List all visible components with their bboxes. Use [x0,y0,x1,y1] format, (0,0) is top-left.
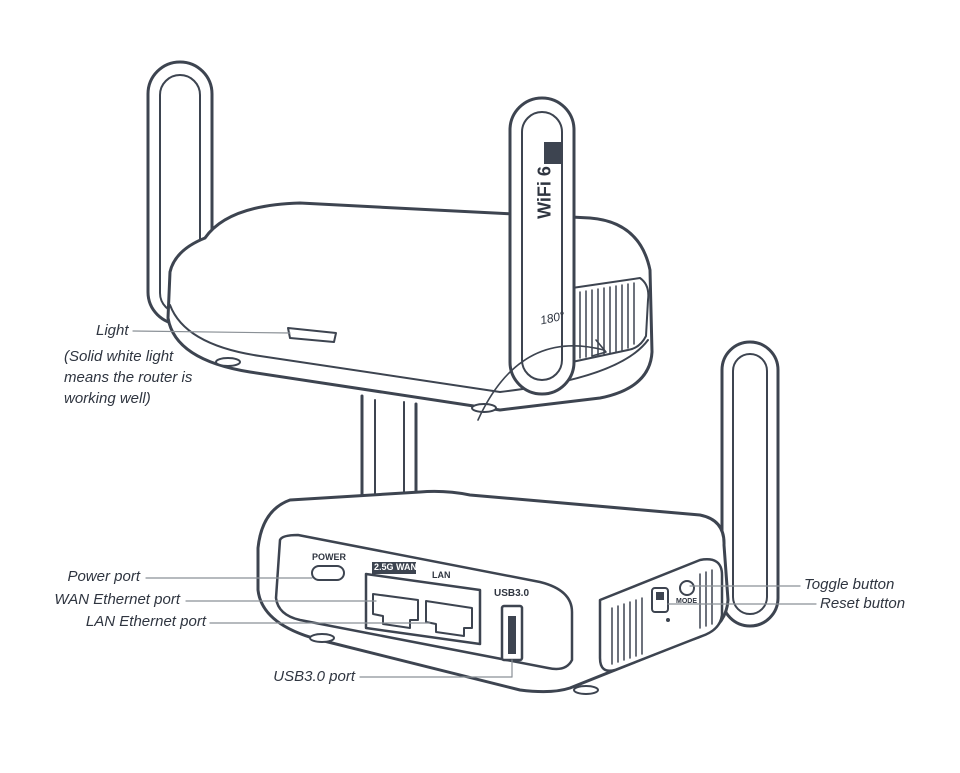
top-router-body [166,201,654,413]
usb-panel-text: USB3.0 [494,588,530,599]
lan-panel-text: LAN [432,570,451,580]
light-note-line-3: working well) [64,390,151,407]
rotation-arrow [477,339,607,421]
power-port-label: Power port [67,568,140,585]
front-antenna [508,96,576,396]
wan-port-shape [372,593,419,629]
lan-port-label: LAN Ethernet port [85,613,206,630]
light-note-line-1: (Solid white light [64,348,174,365]
reset-hole [666,618,670,622]
power-port-shape [311,565,345,581]
wifi6-badge [544,142,562,164]
light-label: Light [96,322,129,339]
reset-button-label: Reset button [820,595,906,612]
wan-panel-text: 2.5G WAN [374,562,418,572]
power-panel-text: POWER [312,552,347,562]
rear-vent-slots [611,569,713,665]
status-light [287,327,337,343]
ethernet-block [364,562,482,646]
wan-port-label: WAN Ethernet port [54,591,180,608]
toggle-button-label: Toggle button [804,576,895,593]
mode-text: MODE [676,598,697,605]
bottom-router-body [256,489,730,695]
leader-lines [132,330,817,678]
antenna-text: WiFi 6 [534,166,555,219]
mode-button [679,580,695,596]
light-note-line-2: means the router is [64,369,193,386]
usb-port-label: USB3.0 port [273,668,355,685]
toggle-switch [651,587,669,613]
rear-right-antenna [720,340,780,628]
rear-back-antenna [360,394,418,507]
